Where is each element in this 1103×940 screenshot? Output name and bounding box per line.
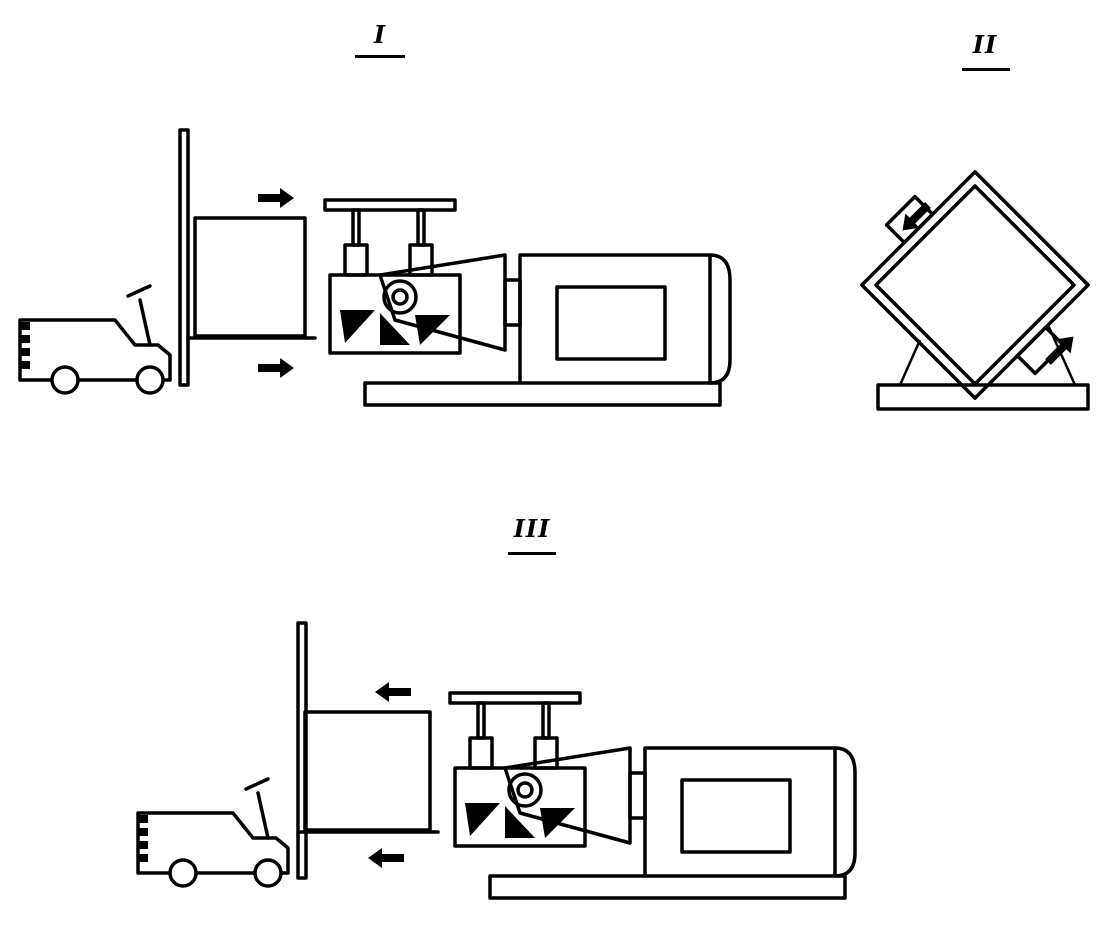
tipping-machine: [323, 198, 732, 407]
tipping-machine-base: [876, 383, 1090, 411]
panel-label-step3-underline: [508, 552, 556, 555]
panel-step2: [860, 170, 1090, 411]
panel-label-step2: II: [972, 30, 998, 59]
panel-label-step2-underline: [962, 68, 1010, 71]
panel-label-step3: III: [513, 514, 551, 543]
container-box-tilted: [860, 170, 1090, 400]
arrow-icon: [258, 188, 294, 208]
forklift-icon: [18, 128, 190, 395]
panel-step1: [18, 128, 732, 407]
container-box: [193, 216, 307, 338]
arrow-icon: [368, 848, 404, 868]
forklift-icon: [136, 621, 308, 888]
container-box: [303, 710, 432, 832]
panel-step3: [136, 621, 857, 900]
tipping-machine: [448, 691, 857, 900]
panel-label-step1: I: [373, 20, 387, 49]
panel-label-step1-underline: [355, 55, 405, 58]
arrow-icon: [375, 682, 411, 702]
arrow-icon: [258, 358, 294, 378]
